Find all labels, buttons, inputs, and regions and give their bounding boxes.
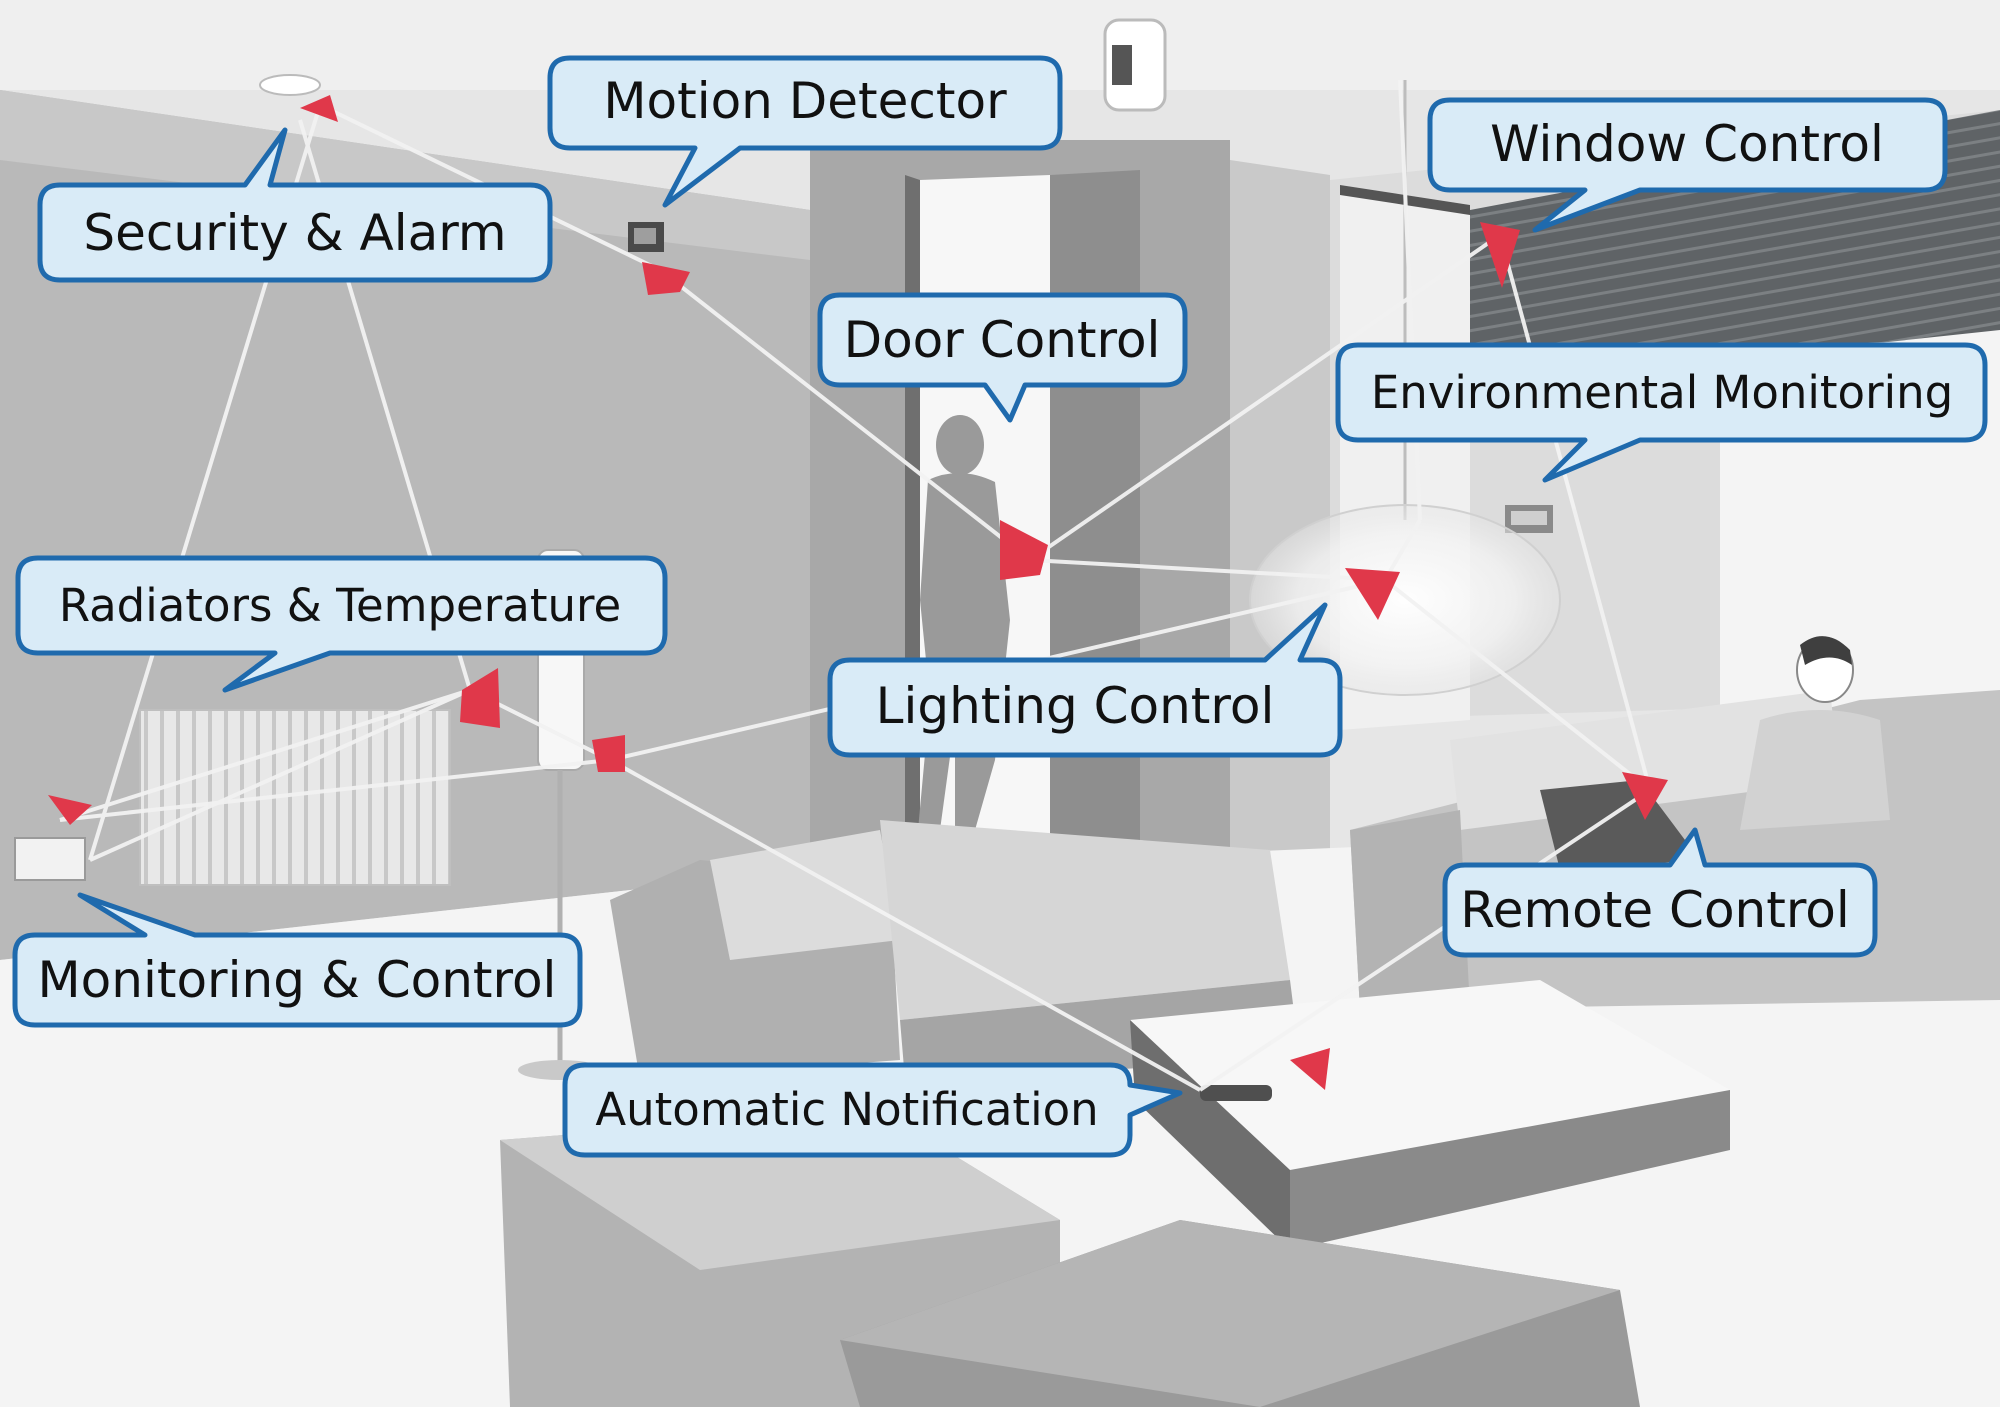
left-armchair — [610, 820, 1300, 1080]
wall-control-unit — [14, 837, 86, 881]
signal-icon — [1290, 1048, 1330, 1090]
table-remote — [1200, 1085, 1272, 1101]
signal-icon — [1622, 772, 1668, 820]
signal-icon — [300, 95, 338, 122]
signal-icon — [1480, 222, 1520, 288]
right-wall-edge — [1230, 160, 1330, 880]
ceiling — [0, 0, 2000, 90]
foreground-cushion — [840, 1220, 1640, 1407]
signal-icon — [642, 262, 690, 295]
signal-icon — [48, 795, 92, 825]
signal-icon — [1345, 568, 1400, 620]
radiator — [139, 709, 451, 886]
wall-motion-detector — [628, 222, 664, 252]
ceiling-motion-sensor — [1103, 18, 1167, 112]
coffee-table — [1130, 980, 1730, 1250]
signal-icon — [1000, 520, 1048, 580]
signal-icon — [592, 735, 625, 772]
smoke-alarm — [259, 74, 321, 96]
